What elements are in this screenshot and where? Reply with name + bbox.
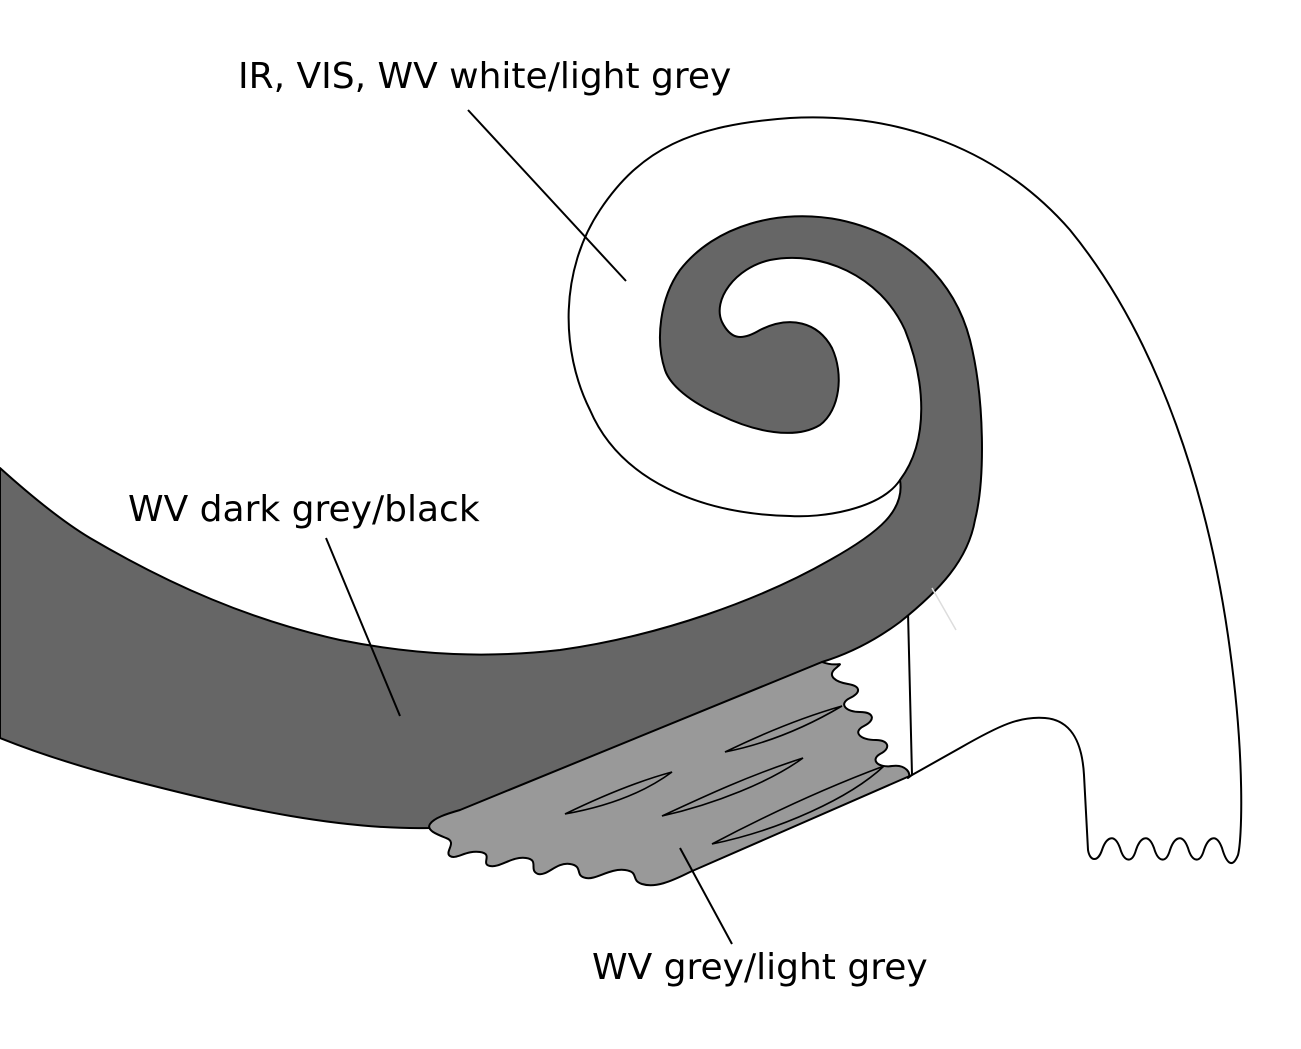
white-region-outline [567, 116, 1243, 865]
label-grey-region: WV grey/light grey [592, 947, 928, 988]
leader-line-dark-region [325, 537, 401, 717]
grey-band-slit-1 [724, 705, 843, 753]
grey-band-slit-2 [564, 771, 673, 815]
faint-stroke [931, 587, 957, 631]
dark-band [0, 215, 983, 830]
leader-line-white-region [467, 109, 627, 282]
leader-line-grey-region [679, 847, 733, 945]
grey-band-slit-4 [711, 765, 885, 845]
label-dark-region: WV dark grey/black [128, 489, 480, 530]
label-white-region: IR, VIS, WV white/light grey [238, 56, 731, 97]
grey-band-slit-3 [661, 757, 804, 817]
